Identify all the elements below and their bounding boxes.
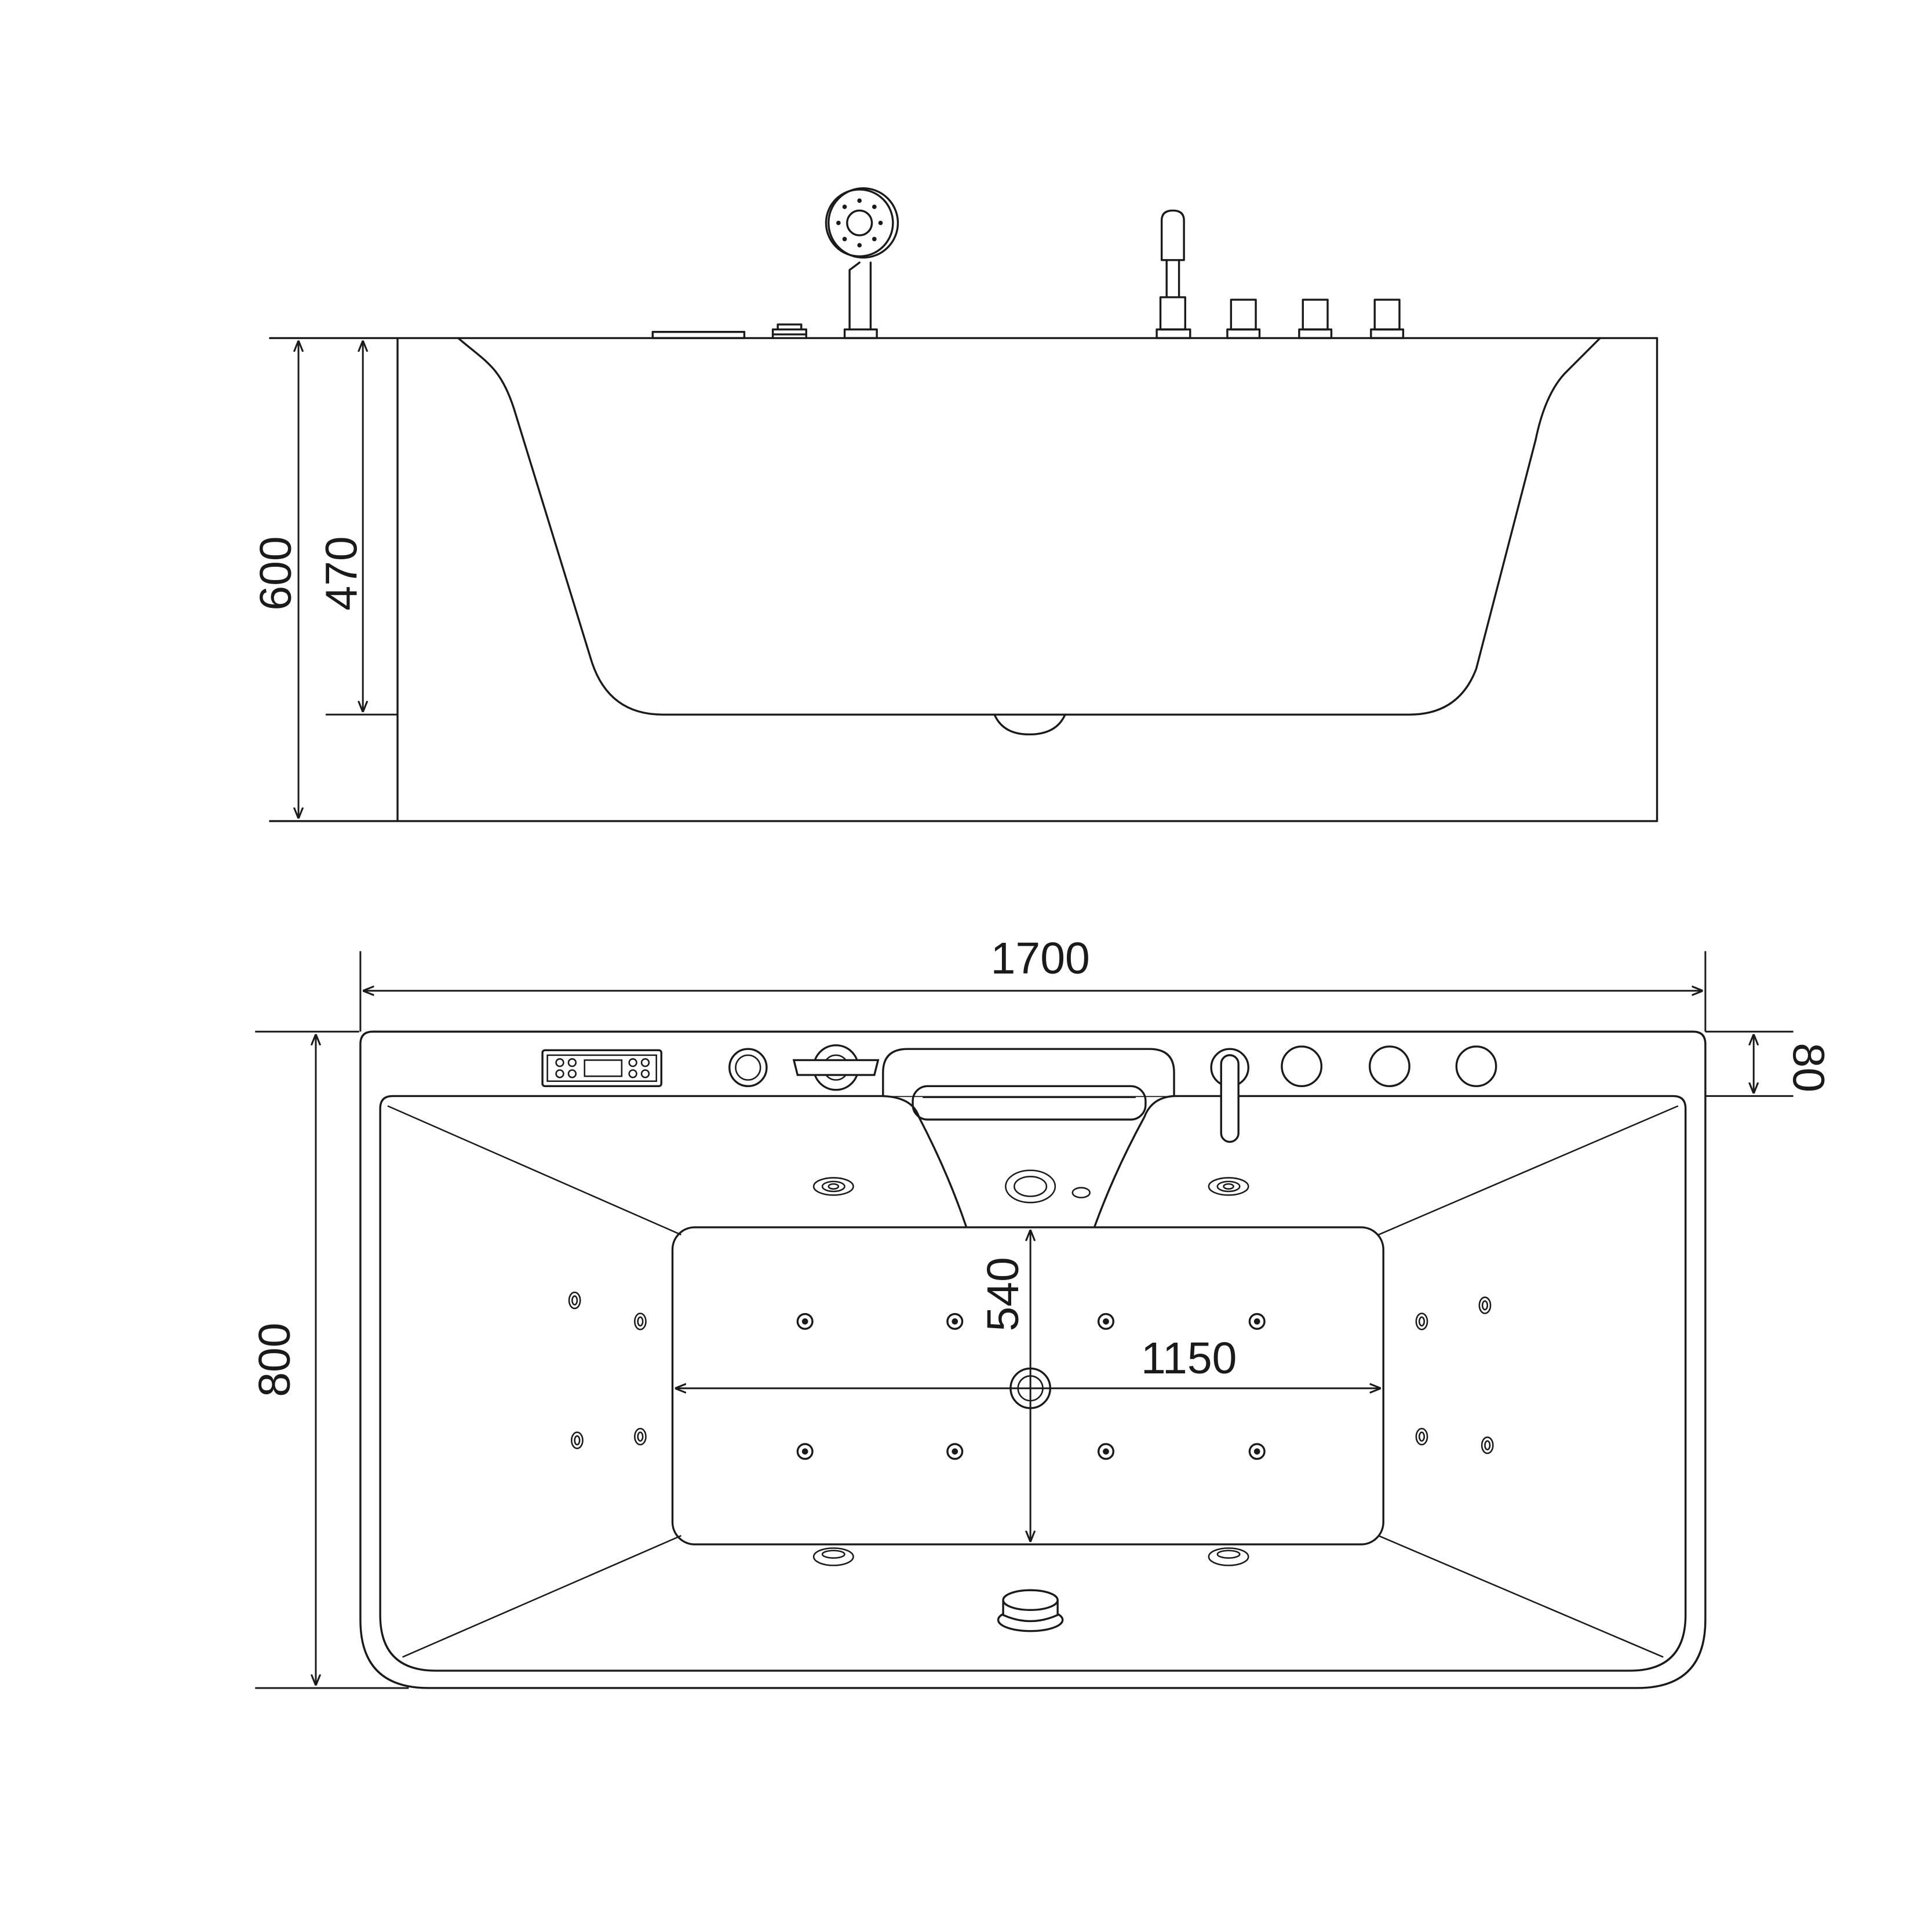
extension-line	[1705, 1030, 1794, 1097]
tub-outer-rim	[359, 1030, 1707, 1689]
valve-side-icon	[1226, 298, 1261, 340]
tub-side-outline	[269, 337, 1658, 822]
side-jets	[568, 1291, 1494, 1455]
button-icon	[728, 1048, 768, 1088]
valve-knob-icon	[1455, 1045, 1497, 1088]
pillow-jet-icon	[1005, 1169, 1091, 1204]
extension-line	[255, 1030, 409, 1689]
control-panel-side	[651, 331, 746, 340]
jet-icon	[1208, 1547, 1249, 1566]
overflow-drain-icon	[997, 1589, 1064, 1632]
faucet-icon	[1210, 1048, 1249, 1143]
basin-slope-lines	[387, 1105, 1679, 1658]
diverter-side	[771, 323, 808, 340]
jet-icon	[812, 1177, 854, 1196]
dimension-label-470: 470	[317, 536, 367, 610]
dimension-label-1700: 1700	[991, 934, 1090, 983]
control-panel-icon	[541, 1049, 662, 1088]
valve-side-icon	[1370, 298, 1405, 340]
dimension-label-1150: 1150	[1141, 1333, 1237, 1383]
jet-icon	[812, 1547, 854, 1566]
floor-jets	[796, 1313, 1266, 1460]
extension-line	[359, 951, 1707, 1032]
basin-floor	[671, 1226, 1384, 1545]
dimension-label-80: 80	[1784, 1042, 1833, 1092]
valve-knob-icon	[1281, 1045, 1323, 1088]
top-view: 1700 800 80	[250, 934, 1833, 1689]
drain-profile	[993, 713, 1066, 736]
headrest-icon	[882, 1048, 1175, 1227]
basin-inner-edge	[379, 1095, 1687, 1672]
dimension-label-800: 800	[250, 1322, 300, 1397]
jet-icon	[1208, 1177, 1249, 1196]
faucet-side-icon	[1155, 209, 1191, 340]
dimension-label-540: 540	[978, 1257, 1028, 1331]
side-view: 600 470	[251, 187, 1658, 822]
valve-side-icon	[1298, 298, 1333, 340]
basin-profile	[457, 337, 1601, 716]
diverter-handle-icon	[792, 1044, 880, 1091]
dimension-label-600: 600	[251, 536, 301, 610]
valve-knob-icon	[1369, 1045, 1410, 1088]
hand-shower-icon	[825, 187, 899, 340]
